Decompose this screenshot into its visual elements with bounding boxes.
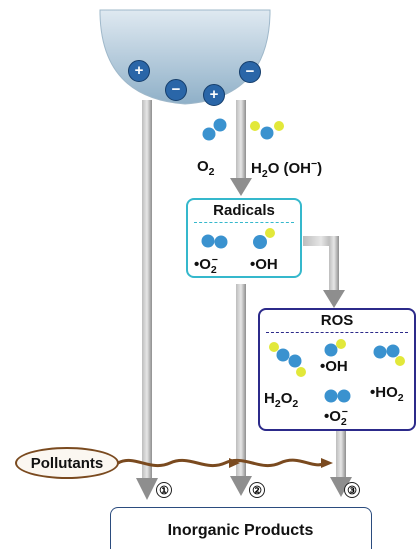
- charge-symbol: +: [134, 62, 144, 79]
- h2o2-molecule-icon: [269, 342, 306, 377]
- pathway-arrow-1: [136, 100, 158, 500]
- ros-box: ROS •OH H2O2 •HO2 •O2−: [258, 308, 416, 431]
- ho2-molecule-icon: [373, 344, 405, 366]
- h2o-label: H2O (OH−): [251, 158, 323, 180]
- o2-label: O2: [197, 158, 215, 178]
- radicals-to-ros-arrow: [303, 236, 345, 308]
- h2o-molecule-icon: [250, 121, 284, 140]
- charge-plus-2: +: [203, 84, 225, 106]
- charge-plus-1: +: [128, 60, 150, 82]
- electrode-to-radicals-arrow: [230, 100, 252, 196]
- superoxide-molecule-icon: [201, 234, 228, 249]
- ho2-label: •HO2: [370, 384, 404, 404]
- pathway-number-3: ③: [344, 482, 360, 498]
- o2-molecule-icon: [202, 118, 227, 141]
- ros-hydroxyl-molecule-icon: [324, 339, 346, 357]
- charge-minus-2: −: [239, 61, 261, 83]
- ros-hydroxyl-label: •OH: [320, 358, 348, 375]
- ros-superoxide-molecule-icon: [324, 389, 351, 403]
- radicals-divider: [194, 222, 294, 223]
- radicals-title: Radicals: [213, 202, 275, 219]
- pollutant-flow-line: [117, 458, 333, 468]
- h2o2-label: H2O2: [264, 390, 299, 410]
- pollutants-label: Pollutants: [30, 455, 104, 472]
- charge-symbol: −: [171, 81, 181, 98]
- charge-minus-1: −: [165, 79, 187, 101]
- ros-title: ROS: [320, 312, 354, 329]
- radicals-box: Radicals •O2− •OH: [186, 198, 302, 278]
- charge-symbol: +: [209, 86, 219, 103]
- pathway-number-2: ②: [249, 482, 265, 498]
- pathway-arrow-2: [230, 284, 252, 496]
- inorganic-products-box: Inorganic Products: [110, 507, 372, 549]
- hydroxyl-molecule-icon: [253, 228, 275, 249]
- pollutants-oval: Pollutants: [15, 447, 119, 479]
- inorganic-products-label: Inorganic Products: [167, 522, 314, 539]
- ros-divider: [266, 332, 408, 333]
- charge-symbol: −: [245, 63, 255, 80]
- superoxide-label: •O2−: [194, 254, 218, 276]
- pathway-arrow-3: [330, 431, 352, 497]
- hydroxyl-label: •OH: [250, 256, 278, 273]
- ros-superoxide-label: •O2−: [324, 406, 348, 428]
- pathway-number-1: ①: [156, 482, 172, 498]
